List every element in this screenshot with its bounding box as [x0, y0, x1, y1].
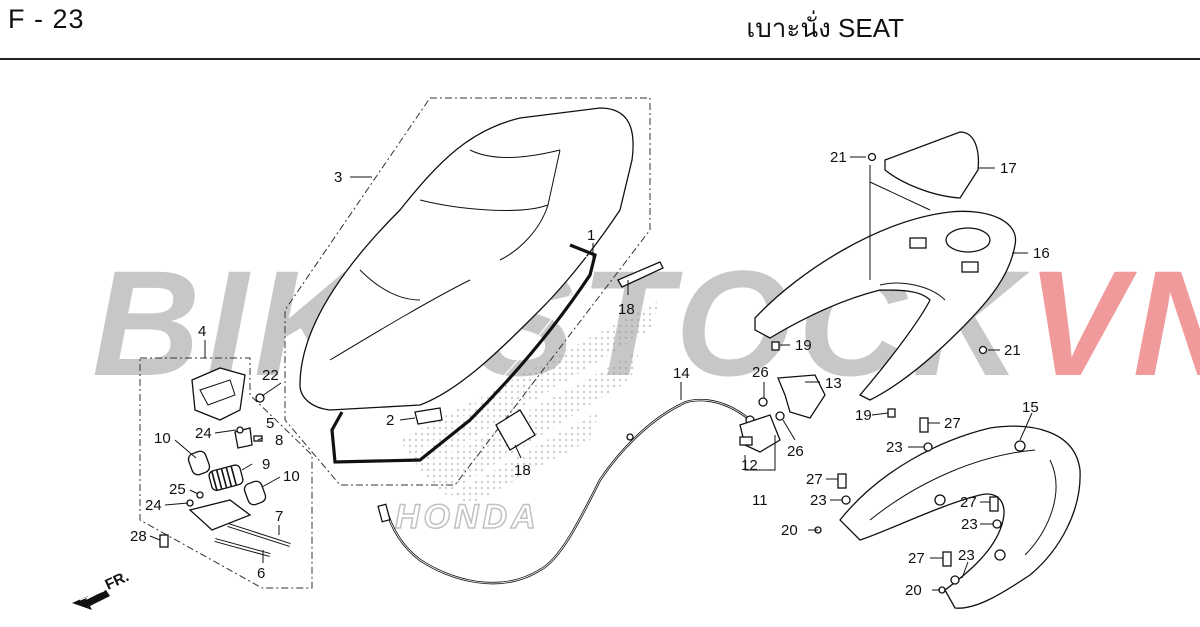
seat-lock-assembly — [139, 357, 313, 589]
seat-assembly — [284, 97, 651, 486]
seat-latch-assembly — [739, 374, 826, 471]
callout-11: 11 — [752, 492, 768, 509]
callout-5: 5 — [266, 415, 274, 432]
callout-23d: 23 — [958, 547, 975, 564]
svg-text:BIKESTOCKVN: BIKESTOCKVN — [92, 239, 1200, 407]
seat-lock-cable — [377, 398, 755, 585]
front-direction-indicator: FR. — [72, 568, 132, 610]
callout-18b: 18 — [514, 462, 531, 479]
callout-3: 3 — [334, 169, 342, 186]
seat-retainer-lower — [495, 409, 536, 451]
front-direction-label: FR. — [103, 568, 132, 594]
callout-28: 28 — [130, 528, 147, 545]
leader-lines — [149, 156, 1033, 591]
callout-10a: 10 — [154, 430, 171, 447]
callout-21a: 21 — [830, 149, 847, 166]
title-divider — [0, 58, 1200, 60]
callout-8: 8 — [275, 432, 283, 449]
callout-27b: 27 — [806, 471, 823, 488]
callout-27a: 27 — [944, 415, 961, 432]
callout-10b: 10 — [283, 468, 300, 485]
grab-rail — [839, 425, 1081, 609]
callout-13: 13 — [825, 375, 842, 392]
callout-20b: 20 — [905, 582, 922, 599]
callout-6: 6 — [257, 565, 265, 582]
callout-17: 17 — [1000, 160, 1017, 177]
callout-1: 1 — [587, 227, 595, 244]
bikestock-watermark: BIKESTOCKVN — [92, 239, 1200, 407]
callout-26a: 26 — [752, 364, 769, 381]
callout-16: 16 — [1033, 245, 1050, 262]
callout-4: 4 — [198, 323, 206, 340]
callout-14: 14 — [673, 365, 690, 382]
callout-25: 25 — [169, 481, 186, 498]
callout-2: 2 — [386, 412, 394, 429]
callout-23b: 23 — [810, 492, 827, 509]
callout-12: 12 — [741, 457, 758, 474]
callout-27c: 27 — [960, 494, 977, 511]
callout-20a: 20 — [781, 522, 798, 539]
watermark-text-red: VN — [1027, 239, 1200, 407]
callout-19a: 19 — [795, 337, 812, 354]
seat-retainer-upper — [617, 261, 664, 288]
callout-24b: 24 — [145, 497, 162, 514]
callout-26b: 26 — [787, 443, 804, 460]
label-plate — [414, 407, 443, 425]
callout-19b: 19 — [855, 407, 872, 424]
callout-7: 7 — [275, 508, 283, 525]
rear-cover — [754, 210, 1017, 401]
callout-9: 9 — [262, 456, 270, 473]
callout-22: 22 — [262, 367, 279, 384]
page-code: F - 23 — [8, 4, 85, 34]
callout-18a: 18 — [618, 301, 635, 318]
callout-21b: 21 — [1004, 342, 1021, 359]
callout-27d: 27 — [908, 550, 925, 567]
callout-23c: 23 — [961, 516, 978, 533]
callout-numbers: 1 2 3 4 5 6 7 8 9 10 10 11 12 13 14 15 1… — [130, 149, 1050, 599]
honda-logo-text: HONDA — [395, 498, 540, 536]
callout-23a: 23 — [886, 439, 903, 456]
page-title: เบาะนั่ง SEAT — [746, 13, 904, 43]
callout-24a: 24 — [195, 425, 212, 442]
rear-grip-cover — [884, 131, 980, 199]
callout-15: 15 — [1022, 399, 1039, 416]
